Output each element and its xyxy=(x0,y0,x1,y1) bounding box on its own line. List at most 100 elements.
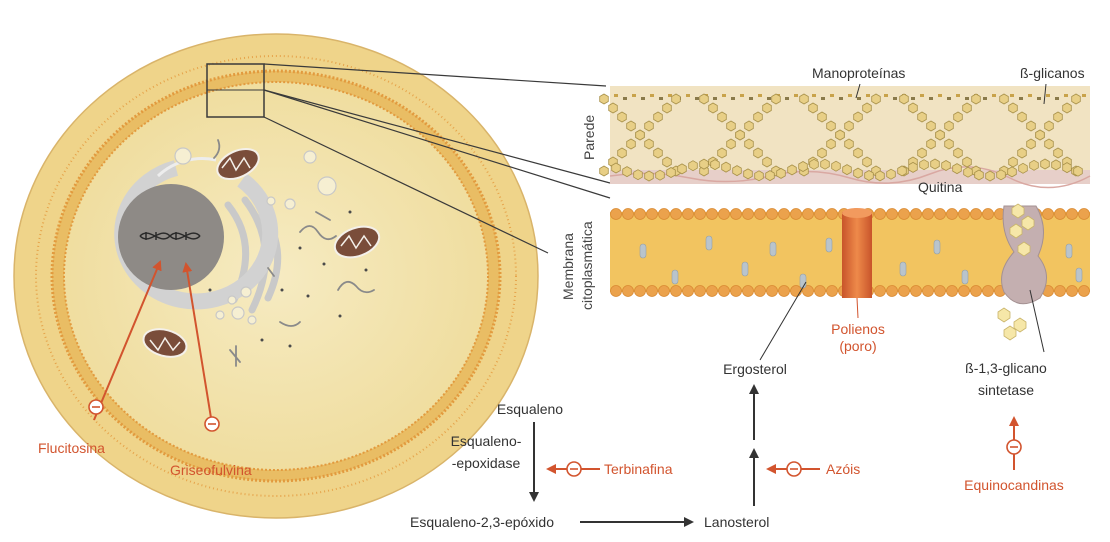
lipid-head-outer xyxy=(635,209,646,220)
glucan-unit xyxy=(627,121,636,131)
mannoprotein-dot xyxy=(713,97,717,100)
glucan-unit xyxy=(678,164,687,174)
mannoprotein-dot xyxy=(767,97,771,100)
glucan-unit xyxy=(689,161,698,171)
mannoprotein-dot xyxy=(1055,97,1059,100)
sterol xyxy=(640,244,646,258)
lipid-head-outer xyxy=(707,209,718,220)
lipid-head-inner xyxy=(899,286,910,297)
mannoprotein-dot xyxy=(920,94,924,97)
glucan-unit xyxy=(964,167,973,177)
glucan-unit xyxy=(667,168,676,178)
lipid-head-inner xyxy=(635,286,646,297)
lipid-head-outer xyxy=(659,209,670,220)
lipid-head-inner xyxy=(659,286,670,297)
glucan-unit xyxy=(788,165,797,175)
mannoprotein-dot xyxy=(857,97,861,100)
polyenes-label-2: (poro) xyxy=(839,338,876,354)
glucan-unit xyxy=(645,171,654,181)
squalene-epoxidase-label-2: -epoxidase xyxy=(452,455,521,471)
cell-wall-zoom xyxy=(600,86,1090,188)
glucan-unit xyxy=(754,148,763,158)
mannoprotein-dot xyxy=(830,94,834,97)
mannoprotein-dot xyxy=(740,94,744,97)
glucan-unit xyxy=(887,169,896,179)
glucan-unit xyxy=(722,162,731,172)
glucan-unit xyxy=(663,157,672,167)
glucan-unit xyxy=(927,121,936,131)
mannoprotein-dot xyxy=(614,94,618,97)
glucan-unit xyxy=(645,121,654,131)
glucan-unit xyxy=(872,94,881,104)
glucan-unit xyxy=(854,168,863,178)
squalene-label: Esqualeno xyxy=(497,401,563,417)
glucan-unit xyxy=(777,168,786,178)
glucan-unit xyxy=(711,160,720,170)
lipid-head-outer xyxy=(611,209,622,220)
glucan-unit xyxy=(772,94,781,104)
glucan-unit xyxy=(945,121,954,131)
glucan-unit xyxy=(954,112,963,122)
glucan-unit xyxy=(1041,159,1050,169)
lipid-head-outer xyxy=(875,209,886,220)
glucan-unit xyxy=(827,139,836,149)
sterol xyxy=(672,270,678,284)
sterol xyxy=(934,240,940,254)
sterol xyxy=(1076,268,1082,282)
glucan-unit xyxy=(1018,148,1027,158)
glucan-unit xyxy=(645,139,654,149)
mannoprotein-dot xyxy=(641,97,645,100)
glucan-unit xyxy=(656,170,665,180)
lipid-head-inner xyxy=(743,286,754,297)
lipid-head-inner xyxy=(755,286,766,297)
lipid-head-outer xyxy=(983,209,994,220)
mannoprotein-dot xyxy=(947,97,951,100)
glucan-unit xyxy=(898,166,907,176)
mannoprotein-dot xyxy=(722,94,726,97)
glucan-unit xyxy=(1030,160,1039,170)
glucan-unit xyxy=(612,163,621,173)
mannoprotein-dot xyxy=(1064,94,1068,97)
glucan-unit xyxy=(1019,163,1028,173)
glucan-unit xyxy=(963,157,972,167)
flucytosine-label: Flucitosina xyxy=(38,440,105,456)
glucan-unit xyxy=(865,171,874,181)
glucan-unit xyxy=(727,139,736,149)
glucan-unit xyxy=(700,159,709,169)
glucan-unit xyxy=(600,166,609,176)
glucan-unit xyxy=(810,159,819,169)
lipid-head-outer xyxy=(623,209,634,220)
glucan-unit xyxy=(718,148,727,158)
glucan-unit xyxy=(627,139,636,149)
lipid-head-outer xyxy=(671,209,682,220)
sterol xyxy=(826,238,832,252)
mannoprotein-label: Manoproteínas xyxy=(812,65,905,81)
sterol xyxy=(800,274,806,288)
azoles-label: Azóis xyxy=(826,461,860,477)
lipid-head-outer xyxy=(971,209,982,220)
glucan-synthase-label-2: sintetase xyxy=(978,382,1034,398)
glucan-unit xyxy=(800,94,809,104)
glucan-unit xyxy=(945,139,954,149)
glucan-unit xyxy=(863,103,872,113)
lipid-head-outer xyxy=(683,209,694,220)
glucan-label: ß-glicanos xyxy=(1020,65,1085,81)
lipid-head-inner xyxy=(791,286,802,297)
sterol xyxy=(742,262,748,276)
sterol xyxy=(1066,244,1072,258)
glucan-unit xyxy=(963,103,972,113)
lipid-head-outer xyxy=(695,209,706,220)
lipid-head-inner xyxy=(923,286,934,297)
lipid-head-inner xyxy=(767,286,778,297)
glucan-unit xyxy=(942,161,951,171)
mannoprotein-dot xyxy=(659,97,663,100)
glucan-unit xyxy=(1054,148,1063,158)
glucan-unit xyxy=(766,171,775,181)
mannoprotein-dot xyxy=(821,97,825,100)
lipid-head-outer xyxy=(1079,209,1090,220)
lipid-head-outer xyxy=(911,209,922,220)
glucan-unit xyxy=(986,171,995,181)
lipid-head-inner xyxy=(887,286,898,297)
lipid-head-inner xyxy=(1079,286,1090,297)
lipid-head-inner xyxy=(827,286,838,297)
